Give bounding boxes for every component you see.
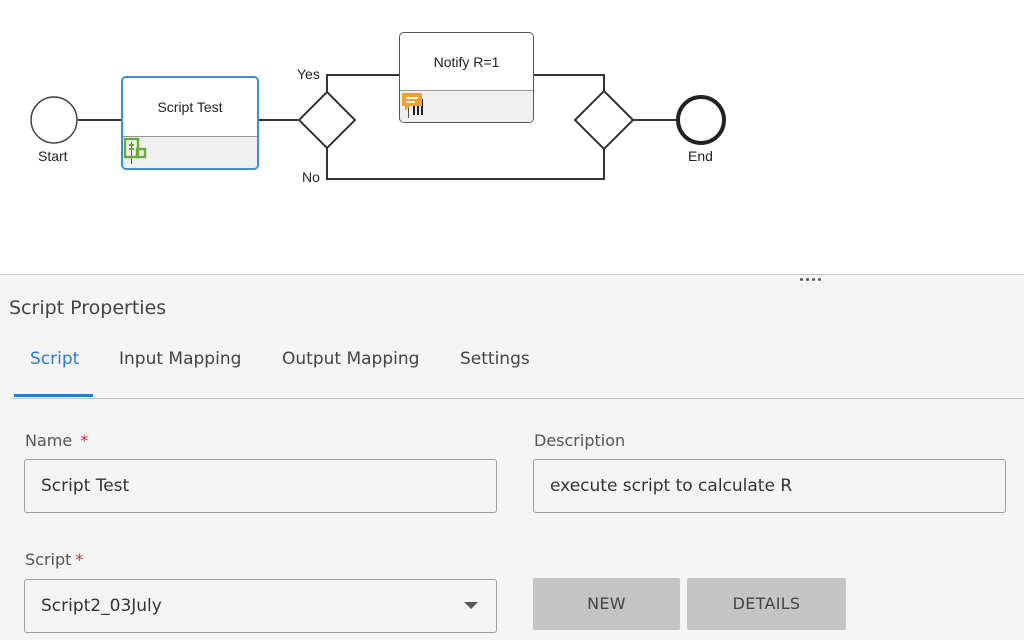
dropdown-caret-icon — [464, 602, 478, 609]
properties-panel: Script Properties Script Input Mapping O… — [0, 274, 1024, 640]
end-event — [676, 95, 726, 145]
flow-connectors — [30, 74, 726, 180]
panel-resize-handle[interactable] — [800, 278, 821, 281]
start-event — [30, 96, 78, 144]
branch-yes-label: Yes — [297, 66, 320, 82]
branch-no-label: No — [302, 169, 320, 185]
process-diagram-canvas[interactable]: Start End Yes No Script Test Notify R=1 — [0, 0, 1024, 274]
tab-output-mapping[interactable]: Output Mapping — [282, 349, 420, 369]
tab-bar: Script Input Mapping Output Mapping Sett… — [12, 339, 1024, 399]
tab-script[interactable]: Script — [13, 339, 94, 397]
footer-divider — [131, 141, 132, 164]
end-event-label: End — [688, 148, 713, 164]
start-event-label: Start — [38, 148, 68, 164]
new-script-button[interactable]: NEW — [533, 578, 680, 630]
required-marker: * — [80, 431, 89, 450]
notify-task-title: Notify R=1 — [433, 54, 500, 70]
name-label: Name* — [25, 431, 89, 450]
script-select[interactable]: Script2_03July — [24, 579, 497, 633]
required-marker: * — [75, 550, 84, 569]
script-label: Script* — [25, 550, 84, 569]
split-gateway — [297, 90, 357, 150]
script-test-task[interactable]: Script Test — [121, 76, 259, 170]
notify-task[interactable]: Notify R=1 — [399, 32, 534, 123]
tab-input-mapping[interactable]: Input Mapping — [119, 349, 242, 369]
tab-settings[interactable]: Settings — [460, 349, 530, 369]
script-task-footer — [123, 136, 257, 168]
multi-instance-icon — [413, 98, 423, 115]
details-button[interactable]: DETAILS — [687, 578, 846, 630]
description-label: Description — [534, 431, 626, 450]
description-field[interactable]: execute script to calculate R — [533, 459, 1006, 513]
tabs-divider — [12, 398, 1024, 399]
name-field[interactable]: Script Test — [24, 459, 497, 513]
script-task-title: Script Test — [157, 99, 223, 115]
notify-task-footer — [400, 90, 533, 122]
join-gateway — [573, 89, 635, 151]
script-select-value: Script2_03July — [41, 596, 162, 616]
panel-title: Script Properties — [9, 297, 167, 319]
